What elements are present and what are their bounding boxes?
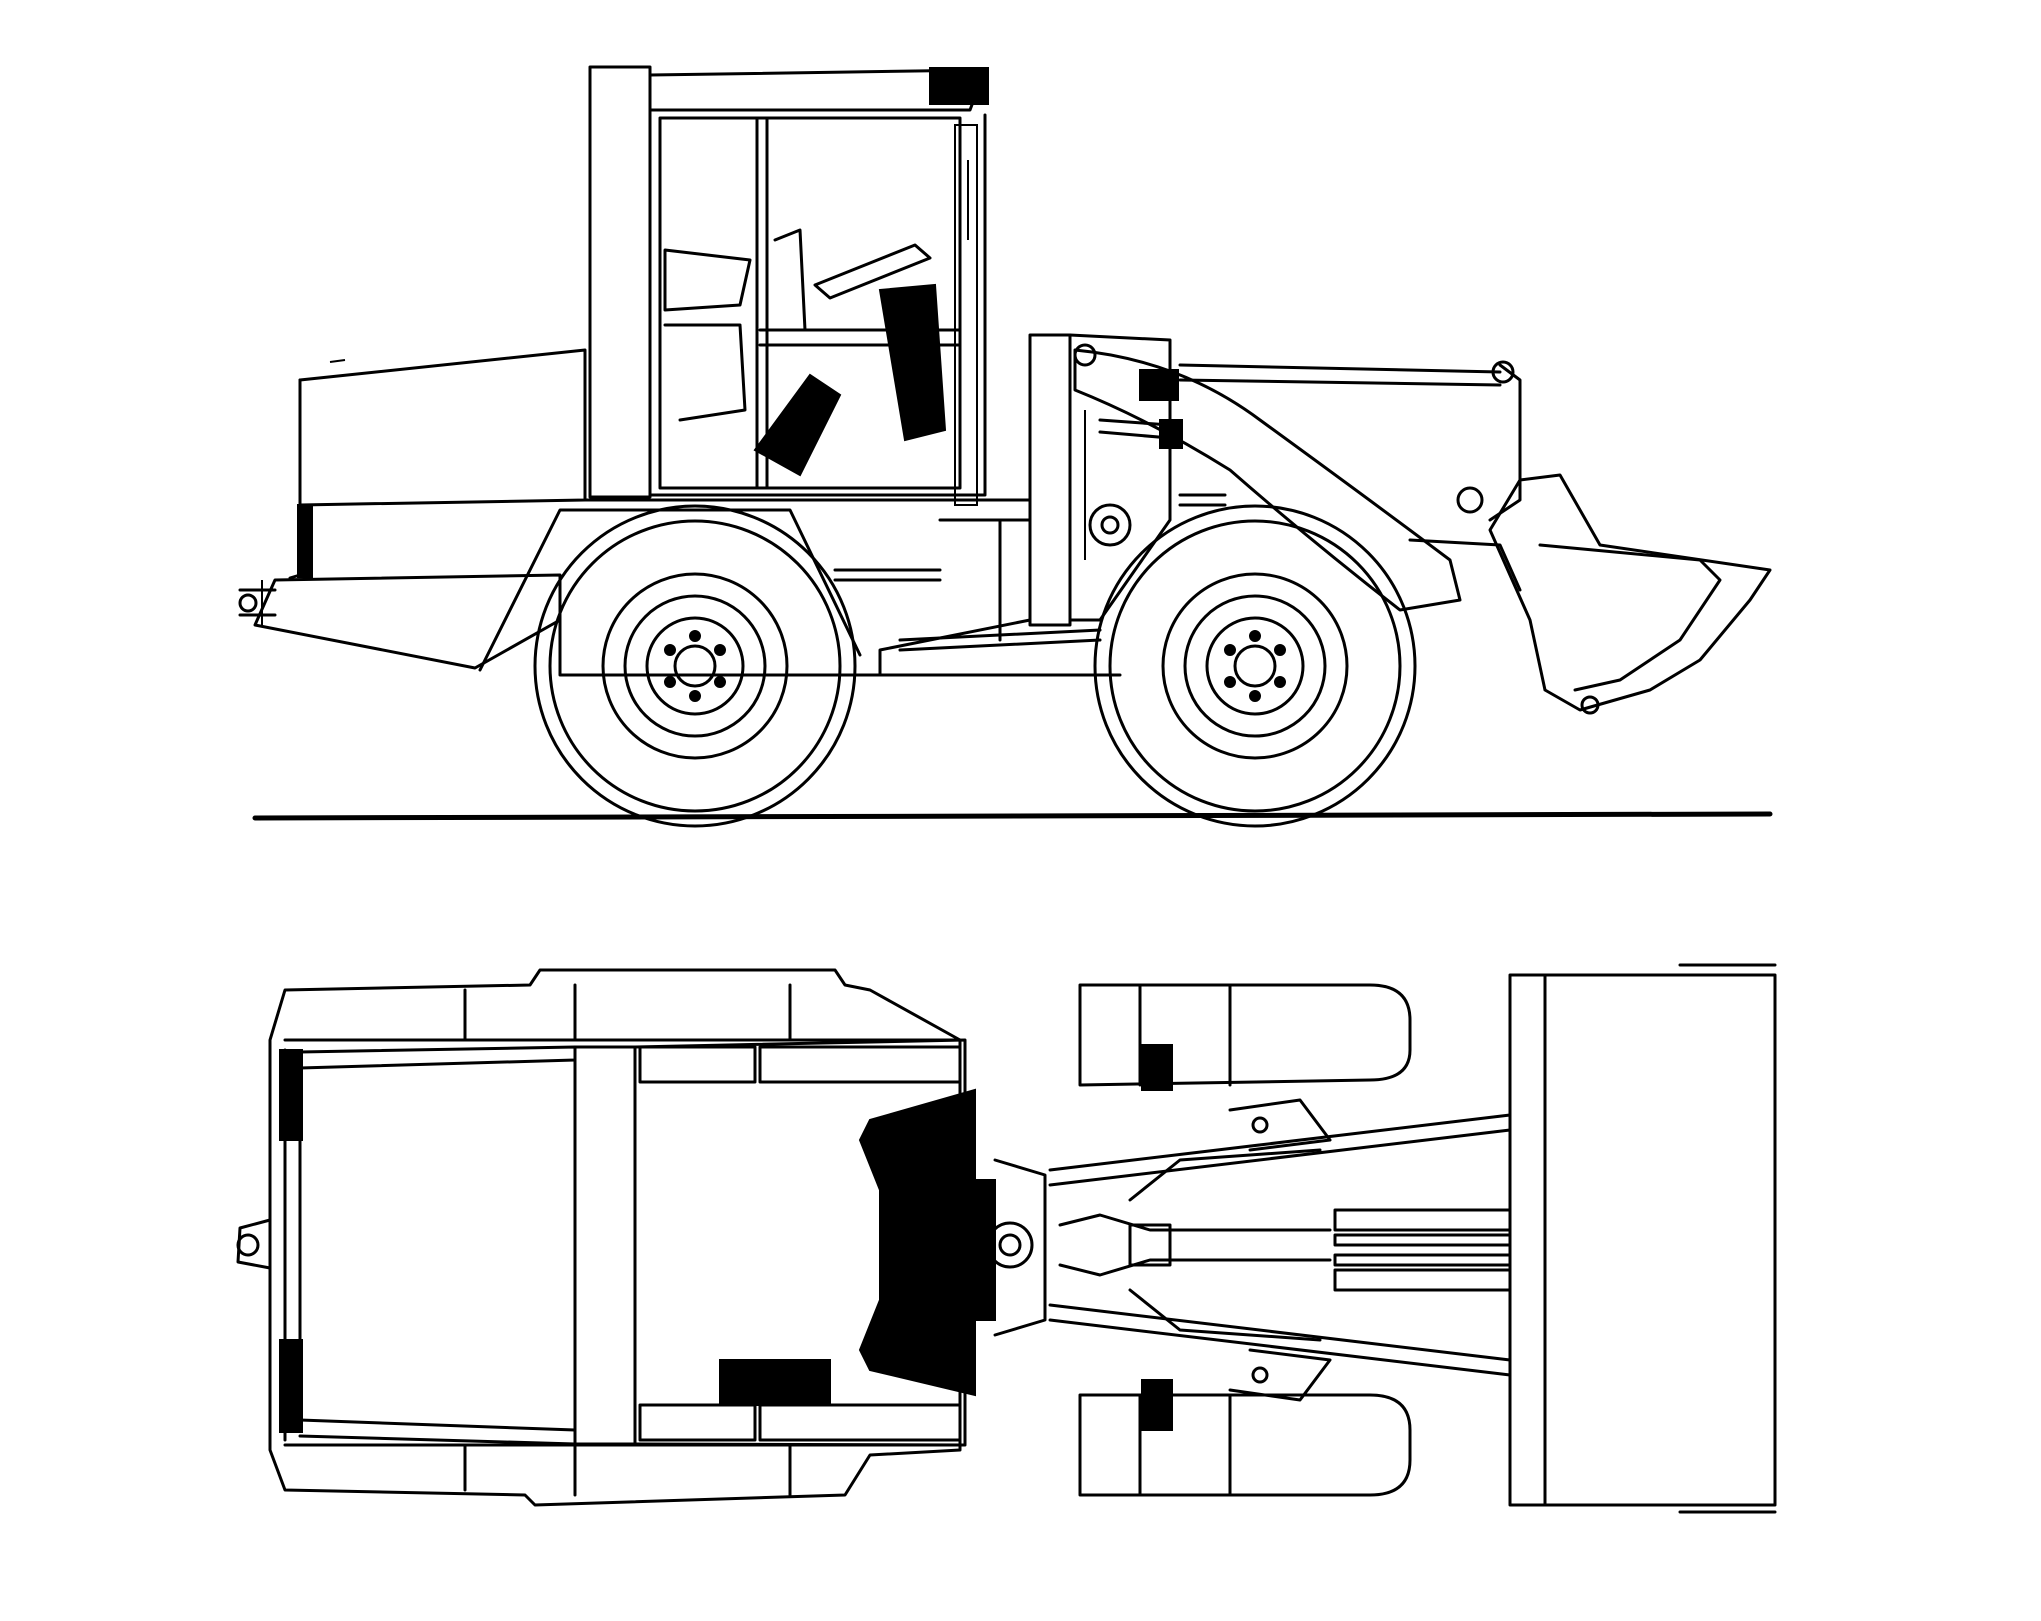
- rear-hitch-top: [236, 1218, 272, 1270]
- pivot-pin: [1088, 503, 1132, 547]
- rear-wheel: [533, 504, 857, 828]
- rear-light-right: [279, 1339, 303, 1433]
- steering-column: [878, 283, 947, 442]
- cab-window: [658, 116, 962, 490]
- top-bucket: [1508, 963, 1777, 1514]
- top-cab-pillar: [573, 1045, 637, 1446]
- rear-light-left: [279, 1049, 303, 1141]
- top-front-wheels: [1078, 983, 1412, 1497]
- ground-line: [252, 811, 1773, 821]
- rear-hitch: [238, 593, 258, 613]
- top-engine-grille: [858, 1088, 976, 1397]
- hydraulic-cylinder: [1139, 369, 1179, 401]
- control-lever: [753, 373, 842, 477]
- main-frame: [478, 498, 1122, 677]
- front-wheel: [1093, 504, 1417, 828]
- side-view: [238, 65, 1773, 828]
- bucket: [1408, 473, 1772, 715]
- front-hub: [1233, 644, 1277, 688]
- top-rear-body: [236, 968, 976, 1507]
- beacon: [929, 67, 989, 105]
- loader-tower: [1028, 333, 1227, 627]
- top-exhaust: [719, 1359, 831, 1406]
- rear-hub: [673, 644, 717, 688]
- rear-engine-hood: [238, 348, 587, 670]
- steering-wheel: [813, 243, 932, 300]
- rear-light: [297, 504, 313, 578]
- articulation-joint: [964, 1158, 1047, 1337]
- cab: [588, 65, 989, 506]
- boom-arm: [1073, 343, 1522, 612]
- top-view: [236, 963, 1777, 1514]
- top-boom-assembly: [1048, 1098, 1512, 1402]
